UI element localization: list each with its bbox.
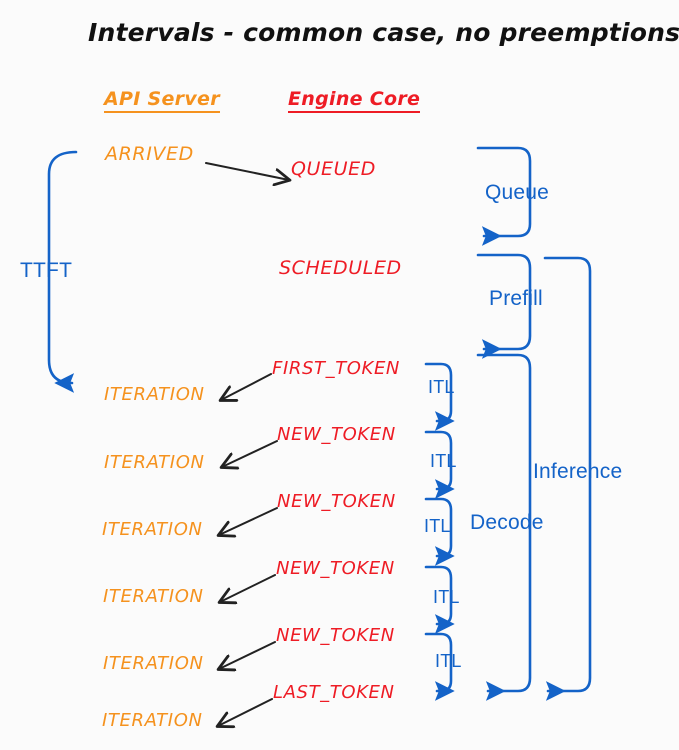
column-header-api-server: API Server (104, 90, 220, 113)
state-new-token-1: NEW_TOKEN (277, 424, 396, 445)
state-first-token: FIRST_TOKEN (272, 358, 400, 379)
interval-label-queue: Queue (485, 181, 550, 204)
bracket-prefill (476, 253, 532, 359)
bracket-itl-2 (424, 430, 455, 499)
interval-label-itl-4: ITL (433, 587, 460, 607)
arrow-first-token-to-iteration (221, 373, 272, 400)
state-iteration-3: ITERATION (102, 519, 203, 540)
arrow-new-token-to-iteration-3 (220, 574, 276, 602)
page-title: Intervals - common case, no preemptions (88, 18, 679, 47)
interval-label-ttft: TTFT (20, 259, 73, 282)
state-queued: QUEUED (291, 158, 377, 180)
state-iteration-5: ITERATION (103, 653, 204, 674)
state-iteration-2: ITERATION (104, 452, 205, 473)
bracket-inference (543, 256, 592, 701)
state-iteration-4: ITERATION (103, 586, 204, 607)
state-new-token-2: NEW_TOKEN (277, 491, 396, 512)
state-arrived: ARRIVED (105, 143, 194, 165)
interval-label-itl-2: ITL (430, 451, 457, 471)
interval-label-itl-3: ITL (424, 516, 451, 536)
bracket-queue (476, 146, 532, 246)
state-last-token: LAST_TOKEN (273, 682, 395, 703)
bracket-itl-3 (424, 497, 455, 566)
arrow-new-token-to-iteration-1 (222, 440, 278, 467)
state-iteration-6: ITERATION (102, 710, 203, 731)
bracket-itl-4 (424, 565, 455, 634)
interval-label-itl-1: ITL (428, 377, 455, 397)
arrow-last-token-to-iteration (218, 698, 273, 726)
interval-label-inference: Inference (533, 460, 623, 483)
state-new-token-4: NEW_TOKEN (276, 625, 395, 646)
bracket-ttft (47, 150, 78, 393)
bracket-decode (476, 353, 532, 701)
bracket-itl-5 (424, 632, 455, 701)
state-iteration-1: ITERATION (104, 384, 205, 405)
state-scheduled: SCHEDULED (279, 257, 402, 279)
state-new-token-3: NEW_TOKEN (276, 558, 395, 579)
arrow-new-token-to-iteration-2 (219, 507, 278, 535)
arrow-arrived-to-queued (205, 162, 289, 180)
interval-label-decode: Decode (470, 511, 544, 534)
interval-label-itl-5: ITL (435, 651, 462, 671)
interval-label-prefill: Prefill (489, 287, 543, 310)
bracket-itl-1 (424, 362, 455, 431)
column-header-engine-core: Engine Core (288, 90, 421, 113)
arrow-new-token-to-iteration-4 (219, 641, 276, 669)
